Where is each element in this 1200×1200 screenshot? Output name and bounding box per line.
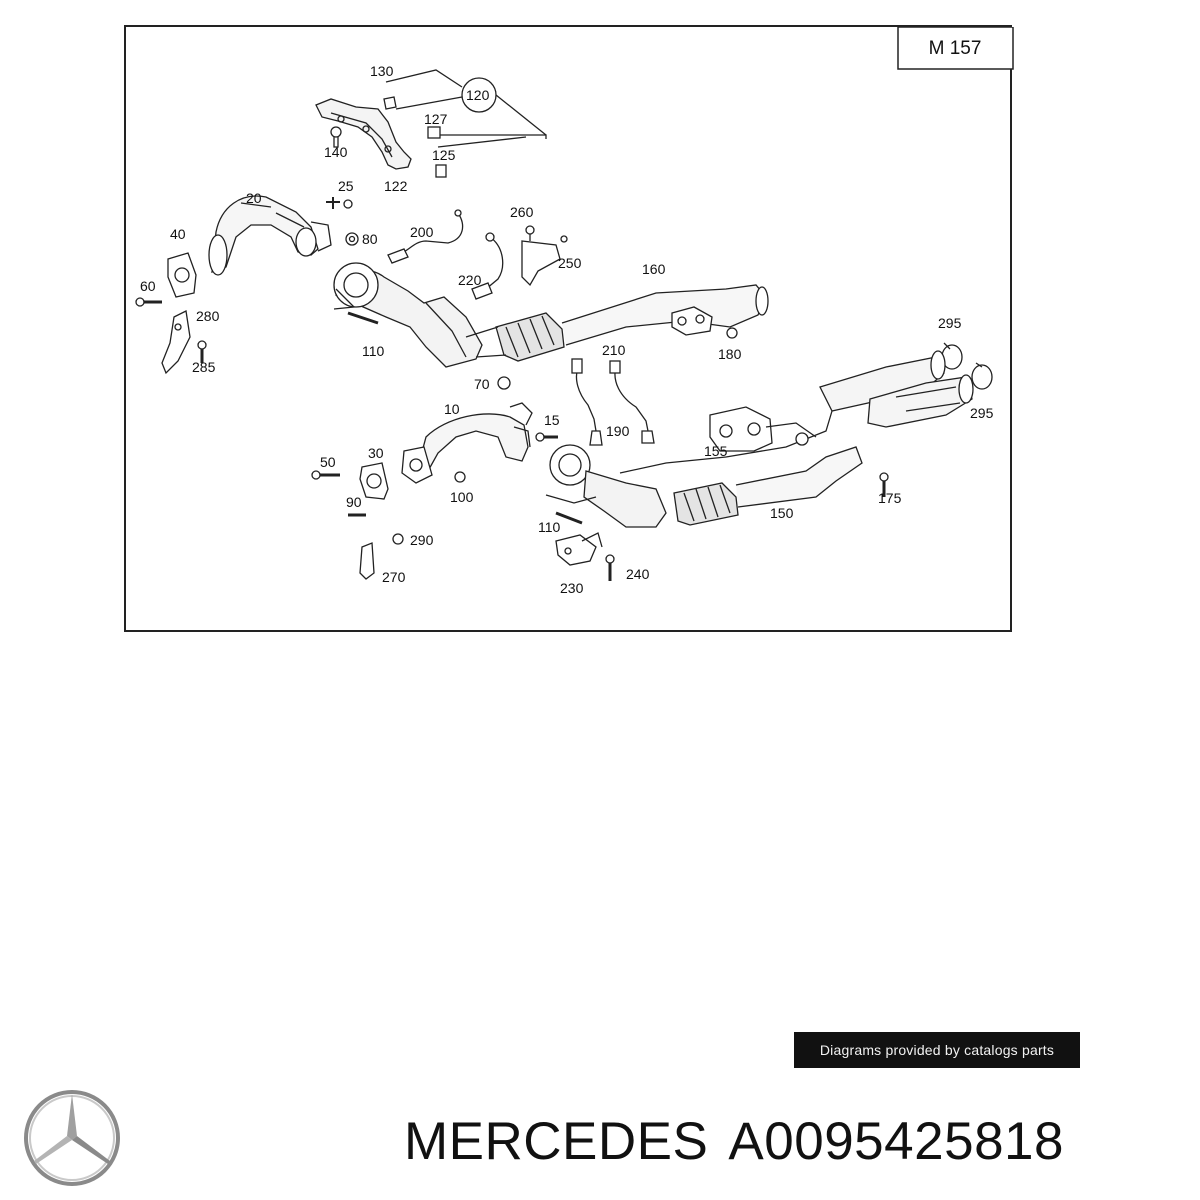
callout-label: 50: [320, 454, 336, 470]
callout-label: 70: [474, 376, 490, 392]
callout-label: 295: [938, 315, 962, 331]
callout-label: 160: [642, 261, 666, 277]
model-label: M 157: [929, 38, 982, 59]
callout-label: 90: [346, 494, 362, 510]
callout-label: 100: [450, 489, 474, 505]
heat-shield-bracket: [315, 96, 412, 170]
callout-label: 210: [602, 342, 626, 358]
callout-label: 80: [362, 231, 378, 247]
front-pipe-20: [208, 195, 332, 276]
callout-label: 122: [384, 178, 408, 194]
brand-name: MERCEDES: [404, 1112, 709, 1171]
oxygen-sensor-220: [471, 232, 504, 300]
callout-labels: 130 120 127 125 140 122 20 25 80 200 260…: [140, 63, 994, 596]
callout-label: 140: [324, 144, 348, 160]
callout-label: 240: [626, 566, 650, 582]
callout-label: 110: [362, 343, 385, 359]
callout-label: 60: [140, 278, 156, 294]
callout-label: 120: [466, 87, 490, 103]
callout-label: 285: [192, 359, 216, 375]
callout-label: 30: [368, 445, 384, 461]
callout-label: 155: [704, 443, 728, 459]
callout-label: 295: [970, 405, 994, 421]
callout-label: 40: [170, 226, 186, 242]
part-number: A0095425818: [728, 1112, 1065, 1171]
group-120-lines: [385, 69, 547, 148]
callout-label: 10: [444, 401, 460, 417]
parts-diagram: M 157: [124, 25, 1014, 632]
callout-label: 125: [432, 147, 456, 163]
callout-label: 180: [718, 346, 742, 362]
oxygen-sensor-200: [387, 209, 464, 264]
lower-catalytic-converter: [545, 410, 863, 528]
callout-label: 175: [878, 490, 902, 506]
callout-label: 200: [410, 224, 434, 240]
diagram-credit-banner: Diagrams provided by catalogs parts: [794, 1032, 1080, 1068]
callout-label: 15: [544, 412, 560, 428]
callout-label: 110: [538, 519, 561, 535]
model-label-box: [897, 27, 1014, 70]
callout-label: 250: [558, 255, 582, 271]
callout-label: 127: [424, 111, 448, 127]
exhaust-parts-diagram: M 157: [135, 27, 1014, 596]
callout-label: 280: [196, 308, 220, 324]
callout-label: 270: [382, 569, 406, 585]
callout-label: 290: [410, 532, 434, 548]
callout-label: 220: [458, 272, 482, 288]
front-pipe-10: [417, 402, 533, 472]
callout-label: 130: [370, 63, 394, 79]
clamp-295: [941, 342, 993, 390]
callout-label: 190: [606, 423, 630, 439]
mercedes-star-logo: [24, 1090, 120, 1186]
callout-label: 260: [510, 204, 534, 220]
bolt-140: [330, 126, 342, 148]
callout-label: 20: [246, 190, 262, 206]
callout-label: 150: [770, 505, 794, 521]
upper-catalytic-converter: [333, 262, 769, 368]
callout-label: 25: [338, 178, 354, 194]
rear-pipes: [819, 350, 974, 428]
callout-label: 230: [560, 580, 584, 596]
brand-part-title: MERCEDES A0095425818: [404, 1110, 1194, 1174]
